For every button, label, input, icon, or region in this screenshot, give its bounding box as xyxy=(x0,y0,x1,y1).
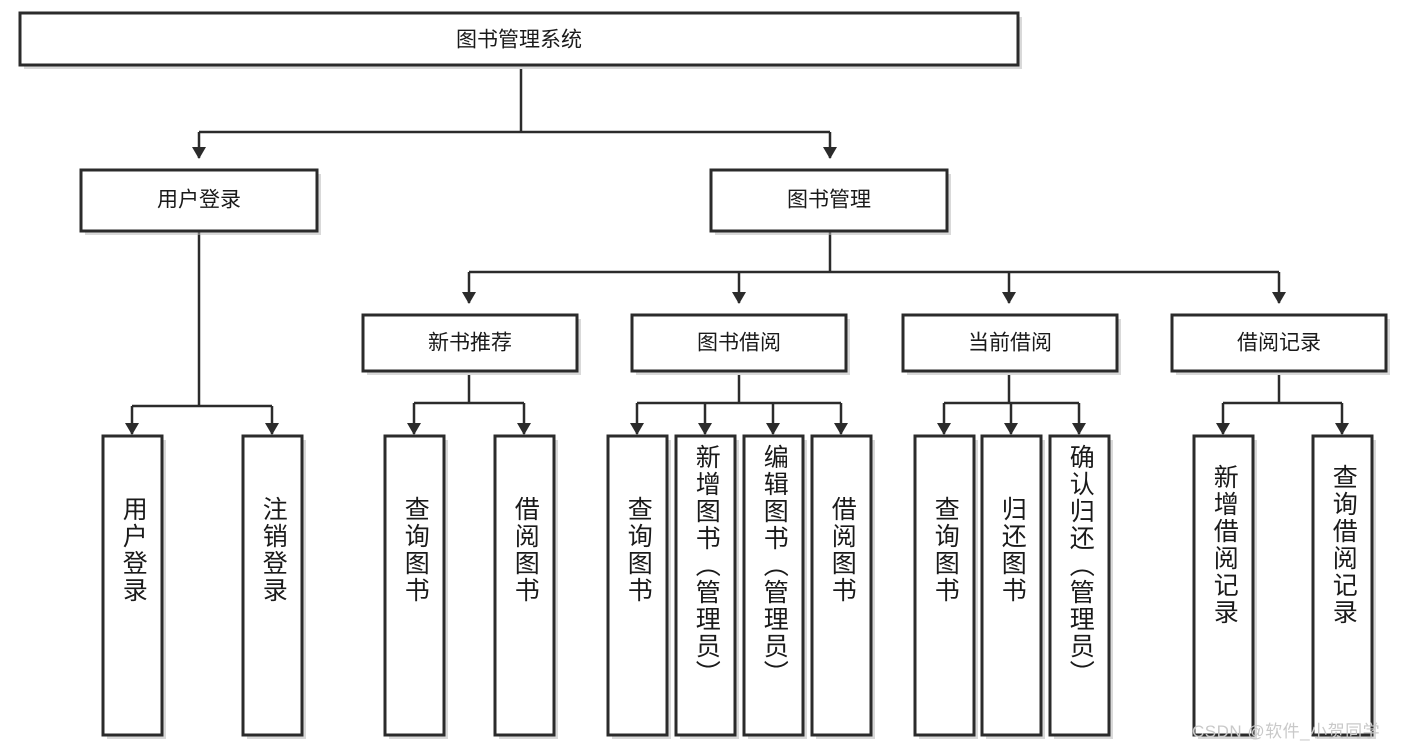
node-user-login-label: 用户登录 xyxy=(157,189,241,212)
node-root-label: 图书管理系统 xyxy=(456,29,582,52)
leaf-query-book-1-box[interactable] xyxy=(383,434,446,737)
leaf-return-book-box[interactable] xyxy=(980,434,1043,737)
node-new-book-recommend-box[interactable] xyxy=(361,313,579,373)
node-book-management-label: 图书管理 xyxy=(787,189,871,212)
leaf-user-login-box[interactable] xyxy=(101,434,164,737)
node-book-management-box[interactable] xyxy=(709,168,949,233)
node-current-borrow[interactable]: 当前借阅 xyxy=(901,313,1121,375)
leaf-boxes-layer xyxy=(101,434,1376,739)
leaf-query-book-3-box[interactable] xyxy=(913,434,976,737)
leaf-query-book-2-box[interactable] xyxy=(606,434,669,737)
leaf-add-book-admin-box[interactable] xyxy=(674,434,737,737)
leaf-borrow-book-2-box[interactable] xyxy=(810,434,873,737)
leaf-logout-login-box[interactable] xyxy=(241,434,304,737)
leaf-edit-book-admin-box[interactable] xyxy=(742,434,805,737)
node-current-borrow-label: 当前借阅 xyxy=(968,332,1052,355)
node-root-box[interactable] xyxy=(18,11,1020,67)
node-new-book-recommend[interactable]: 新书推荐 xyxy=(361,313,581,375)
csdn-watermark: CSDN @软件_小贺同学 xyxy=(1192,722,1381,741)
node-current-borrow-box[interactable] xyxy=(901,313,1119,373)
node-new-book-recommend-label: 新书推荐 xyxy=(428,332,512,355)
leaf-add-borrow-record-box[interactable] xyxy=(1192,434,1255,737)
node-book-borrow-label: 图书借阅 xyxy=(697,332,781,355)
node-root[interactable]: 图书管理系统 xyxy=(18,11,1022,69)
leaf-query-borrow-record-box[interactable] xyxy=(1311,434,1374,737)
node-borrow-record-box[interactable] xyxy=(1170,313,1388,373)
node-book-management[interactable]: 图书管理 xyxy=(709,168,951,235)
node-book-borrow[interactable]: 图书借阅 xyxy=(630,313,850,375)
node-book-borrow-box[interactable] xyxy=(630,313,848,373)
node-user-login-box[interactable] xyxy=(79,168,319,233)
leaf-confirm-return-admin-box[interactable] xyxy=(1048,434,1111,737)
leaf-borrow-book-1-box[interactable] xyxy=(493,434,556,737)
connectors-layer xyxy=(125,69,1349,435)
node-borrow-record[interactable]: 借阅记录 xyxy=(1170,313,1390,375)
node-borrow-record-label: 借阅记录 xyxy=(1237,332,1321,355)
node-user-login[interactable]: 用户登录 xyxy=(79,168,321,235)
